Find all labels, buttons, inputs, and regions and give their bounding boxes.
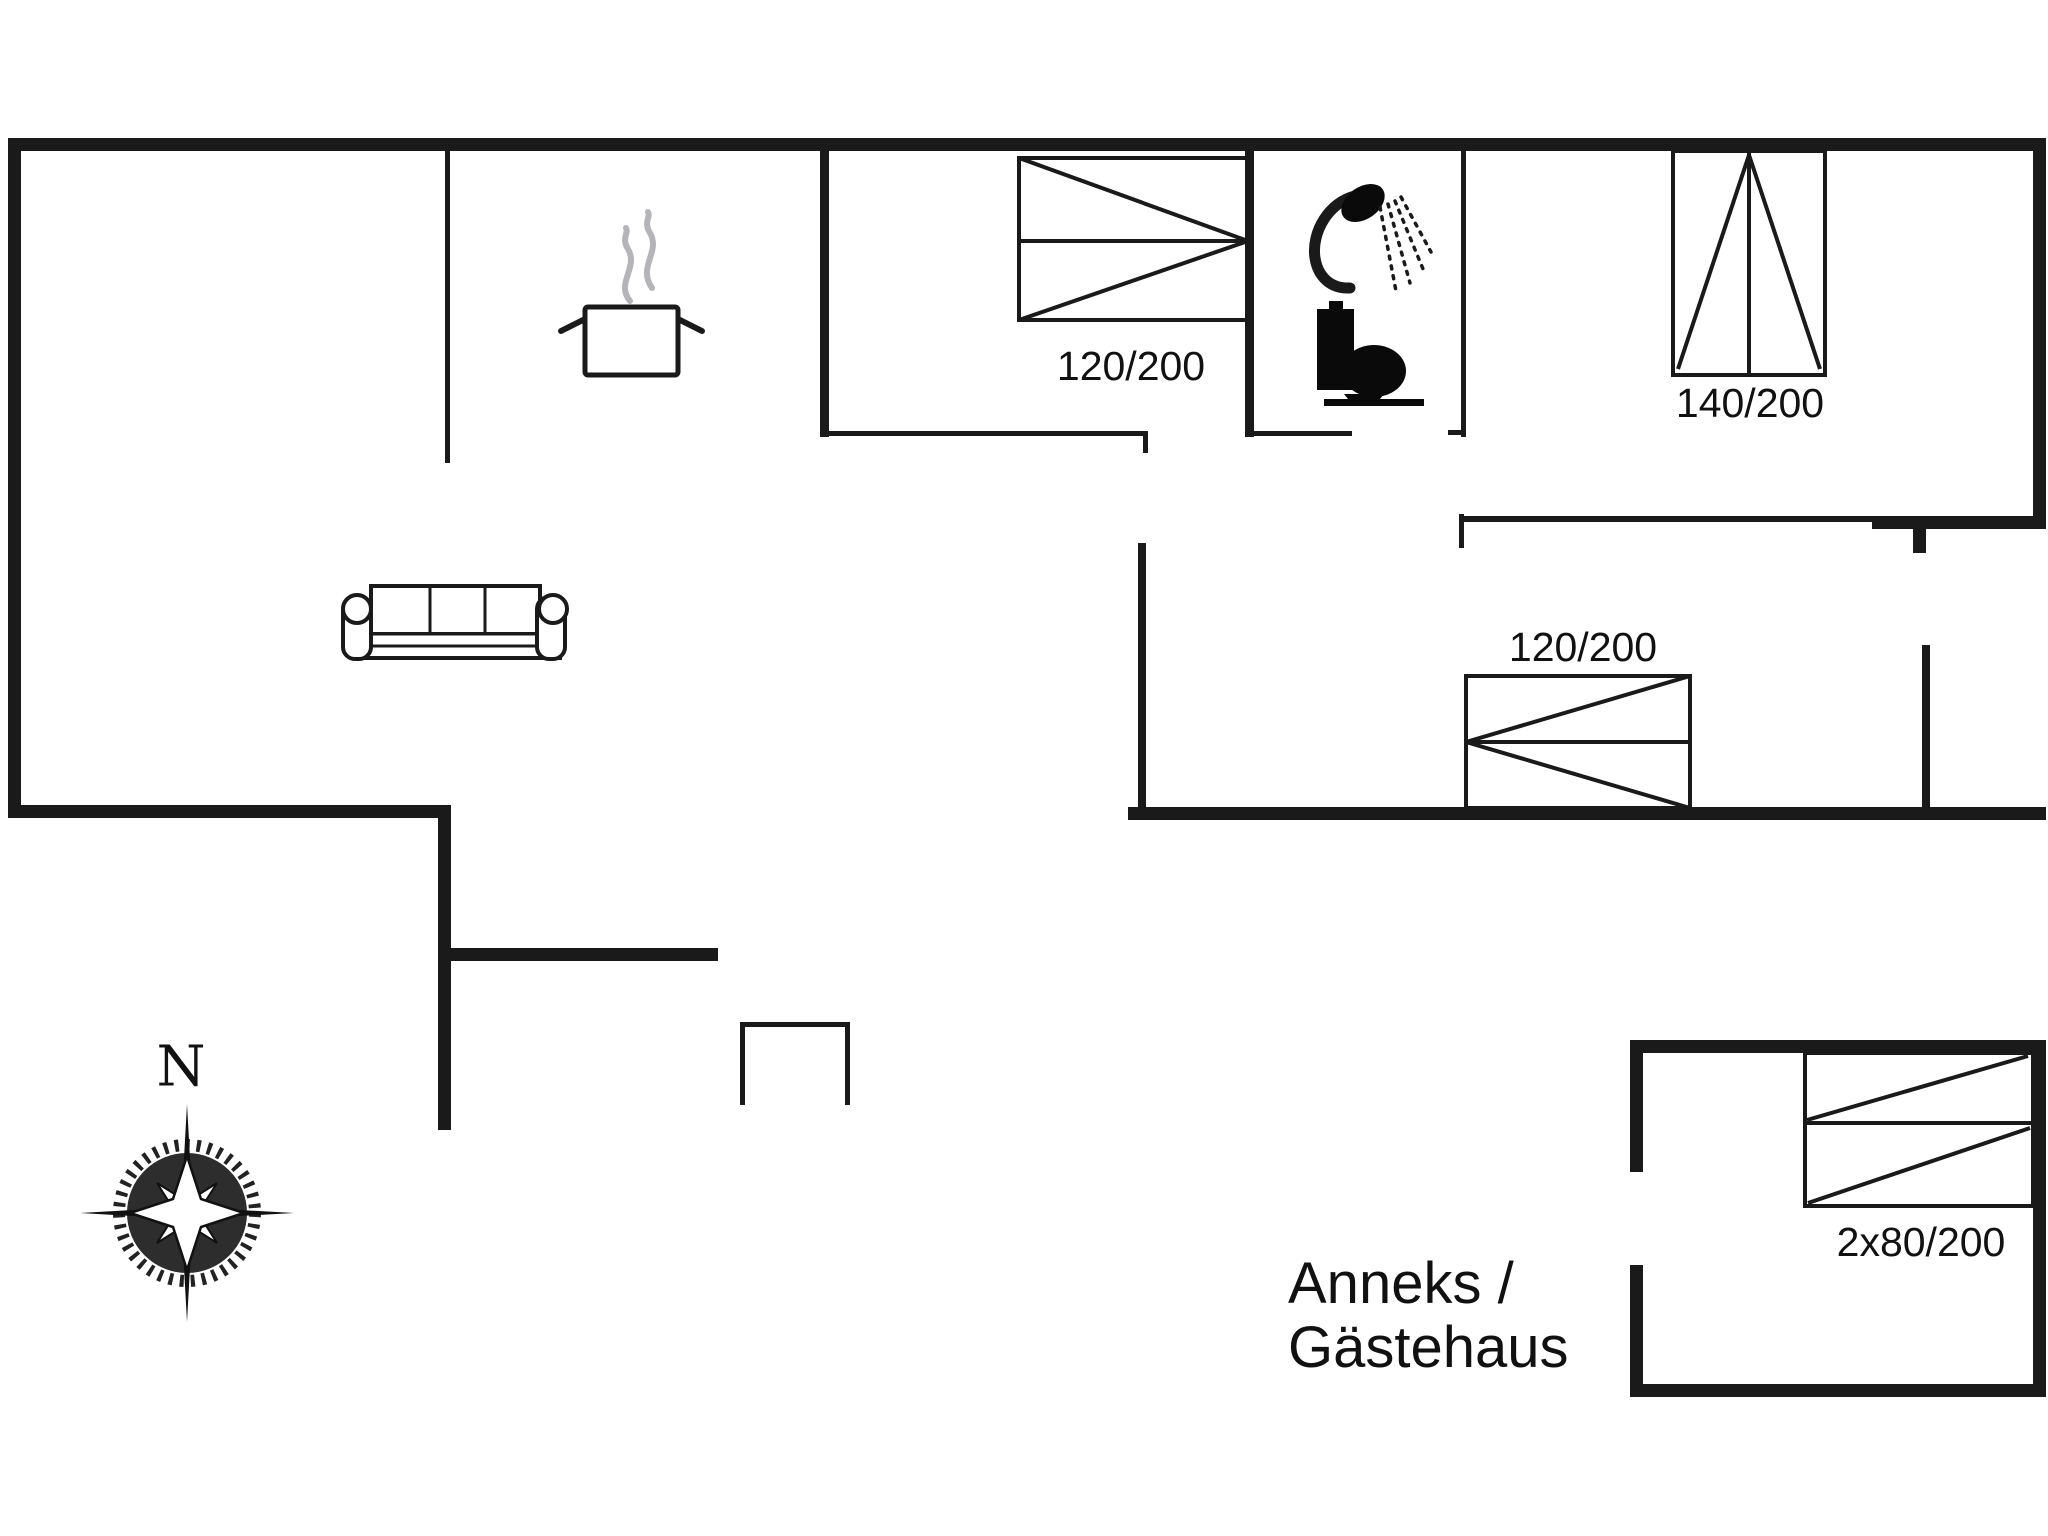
wall-annex-bottom [1630,1384,2046,1397]
bed-icons [1017,149,2035,1208]
bed-icon-120x200-middle [1464,674,1692,810]
wall-bedroom1-bottom [824,431,1148,436]
wall-outer-bottom-left [8,805,451,818]
sofa-icon [369,584,542,636]
bed-icon-140x200 [1671,149,1827,377]
wall-bedroom2-left-lower [1459,514,1464,548]
wall-bathroom-bottom [1245,431,1352,436]
wall-bedroom2-bottom-thin [1461,516,1872,522]
shower-icon [1308,190,1361,294]
wall-center-wall [1138,543,1146,812]
wall-left-step-down [438,805,451,1130]
bed-icon-2x80x200-annex [1806,1054,2029,1122]
bed-size-label: 120/200 [1509,624,1657,670]
wall-outer-right-upper [2033,138,2046,527]
wall-terrace-door-mark-right [845,1022,850,1105]
sofa-icon [341,584,569,661]
shower-icon [1386,202,1412,285]
shower-icon [1399,195,1433,254]
toilet-icon [1317,301,1424,406]
annex-caption-line2: Gästehaus [1288,1315,1569,1380]
bed-icon-120x200-middle [1465,740,1691,810]
annex-caption-line1: Anneks / [1288,1251,1514,1316]
wall-terrace-door-mark-left [740,1022,745,1105]
shower-icon [1378,205,1398,293]
cooking-pot-icon [675,316,705,334]
cooking-pot-icon [621,225,634,304]
bed-icon-120x200-top [1018,239,1249,322]
wall-annex-left-upper [1630,1040,1643,1172]
bed-size-label: 140/200 [1676,380,1824,426]
wall-annex-left-lower [1630,1265,1643,1397]
shower-icon [1308,183,1433,294]
bed-icon-140x200 [1747,154,1822,370]
cooking-pot-icon [558,316,588,334]
cooking-pot-icon [643,209,656,291]
sofa-icon [369,632,542,648]
compass-rose-icon [80,1104,294,1322]
toilet-icon [1324,399,1424,406]
bed-icon-120x200-top [1018,156,1249,243]
bed-icon-120x200-middle [1465,674,1691,744]
annex-caption: Anneks / Gästehaus [1288,1252,1569,1380]
toilet-icon [1329,301,1343,310]
wall-outer-top [8,138,2046,151]
cooking-pot-icon [558,209,705,378]
wall-hall-wall [438,948,718,961]
wall-room2-door-stub [1913,522,1926,553]
wall-bedroom1-door-jamb [1143,436,1148,453]
bed-icon-2x80x200-annex [1803,1051,2035,1208]
wall-bathroom-door-jamb [1448,430,1466,435]
compass-rose-icon [125,1151,249,1275]
sofa-icon [341,593,373,625]
wall-outer-left [8,138,21,818]
wall-outer-bottom-main [1128,807,2046,820]
bed-icon-2x80x200-annex [1807,1126,2031,1205]
toilet-icon [1342,345,1406,397]
wall-bedroom2-left-wall [1461,151,1466,437]
wall-kitchen-right-wall [820,151,829,437]
walls [8,138,2046,1397]
wall-east-room-wall [1922,645,1930,812]
wall-annex-right [2033,1040,2046,1397]
wall-terrace-door-mark-top [740,1022,850,1027]
furniture-icons [341,183,1433,661]
bed-icon-140x200 [1676,154,1751,370]
north-label: N [156,1034,206,1100]
wall-room2-bottom-thick [1872,516,2046,529]
bed-icon-2x80x200-annex [1803,1051,2035,1208]
bed-size-label: 120/200 [1057,343,1205,389]
cooking-pot-icon [582,304,681,378]
bed-size-label: 2x80/200 [1837,1219,2006,1265]
bed-icon-120x200-top [1017,156,1250,322]
shower-icon [1341,183,1385,223]
shower-icon [1393,199,1425,271]
sofa-icon [537,593,569,625]
wall-kitchen-divider [445,151,450,463]
wall-annex-top [1630,1040,2046,1053]
